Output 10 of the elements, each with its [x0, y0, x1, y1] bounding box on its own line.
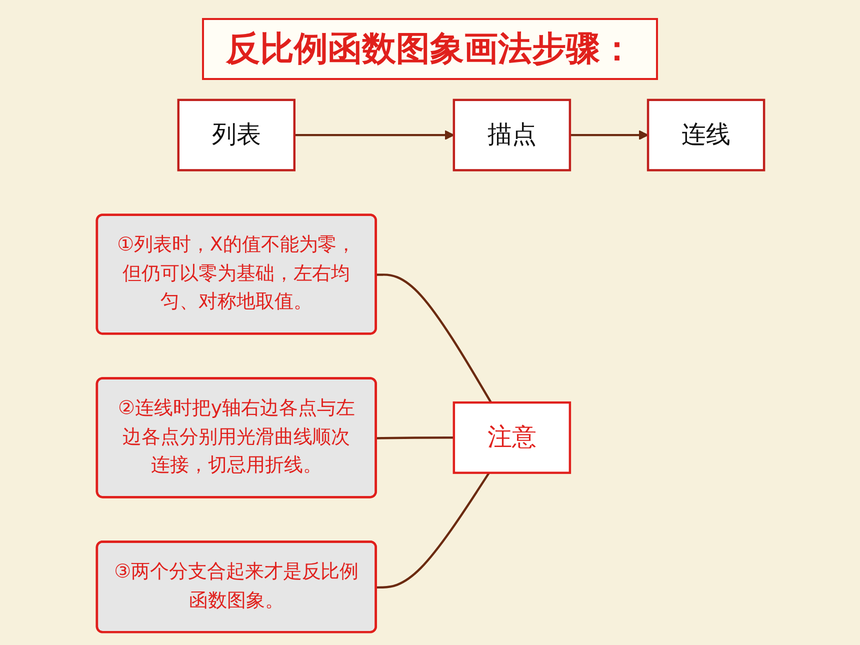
connector	[376, 436, 454, 440]
connector	[376, 472, 490, 589]
node-box: 列表	[176, 98, 295, 172]
node-box: 注意	[452, 401, 571, 474]
arrow	[294, 130, 454, 140]
title: 反比例函数图象画法步骤：	[202, 18, 658, 80]
connector	[376, 274, 492, 404]
arrow	[569, 130, 648, 140]
node-box: 描点	[452, 98, 571, 172]
node-box: 连线	[646, 98, 765, 172]
